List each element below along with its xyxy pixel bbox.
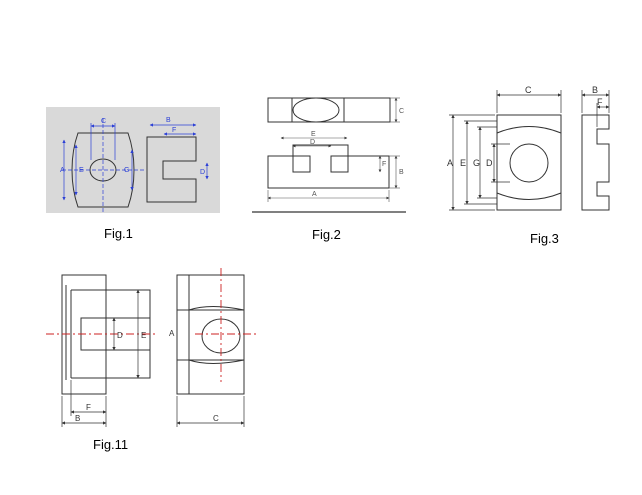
fig2-dimensions <box>267 97 400 202</box>
fig3-caption: Fig.3 <box>530 231 559 246</box>
fig11-label-e: E <box>141 331 146 340</box>
fig11-label-a: A <box>169 329 175 338</box>
fig2-labels: C E D F B A <box>310 108 404 198</box>
fig11-centerlines <box>46 268 258 382</box>
fig1-labels: C A E G B F D <box>60 117 205 176</box>
fig2-label-a: A <box>312 191 317 198</box>
fig3-label-a: A <box>447 158 453 168</box>
fig2-caption: Fig.2 <box>312 227 341 242</box>
fig11-drawing <box>46 268 258 427</box>
fig2-label-c: C <box>399 108 404 115</box>
fig2-label-f: F <box>382 161 386 168</box>
fig3-side-view <box>581 114 610 211</box>
fig1-label-e: E <box>79 167 84 174</box>
fig3-label-e: E <box>460 158 466 168</box>
fig2-label-d: D <box>310 139 315 146</box>
fig3-label-f: F <box>597 97 603 107</box>
fig11-label-b: B <box>75 414 80 423</box>
fig11-label-c: C <box>213 414 219 423</box>
fig1-label-g: G <box>124 167 129 174</box>
fig11-front-view <box>176 274 245 395</box>
fig3-dimensions <box>449 90 610 211</box>
fig1-drawing <box>46 107 220 213</box>
fig3-drawing <box>449 90 610 211</box>
fig2-label-e: E <box>311 131 316 138</box>
fig3-labels: C B F A E G D <box>447 85 603 168</box>
fig11-labels: D E F B A C <box>75 329 219 423</box>
fig1-label-c: C <box>101 118 106 125</box>
fig1-side-view <box>146 136 197 203</box>
fig3-label-c: C <box>525 85 532 95</box>
fig11-label-f: F <box>86 403 91 412</box>
fig2-top-view <box>267 97 391 123</box>
fig1-dimensions <box>62 123 209 201</box>
fig2-drawing <box>252 97 406 213</box>
fig1-label-d: D <box>200 169 205 176</box>
fig11-caption: Fig.11 <box>93 437 129 452</box>
fig2-label-b: B <box>399 169 404 176</box>
fig11-label-d: D <box>117 331 123 340</box>
fig1-caption: Fig.1 <box>104 226 133 241</box>
fig1-label-b: B <box>166 117 171 124</box>
fig1-label-f: F <box>172 127 176 134</box>
fig2-front-view <box>267 144 390 189</box>
fig3-label-g: G <box>473 158 480 168</box>
fig1-label-a: A <box>60 167 65 174</box>
fig11-dimensions <box>61 289 245 427</box>
fig3-label-d: D <box>486 158 493 168</box>
fig3-label-b: B <box>592 85 598 95</box>
fig11-side-view <box>61 274 151 395</box>
fig3-front-view <box>496 114 562 211</box>
